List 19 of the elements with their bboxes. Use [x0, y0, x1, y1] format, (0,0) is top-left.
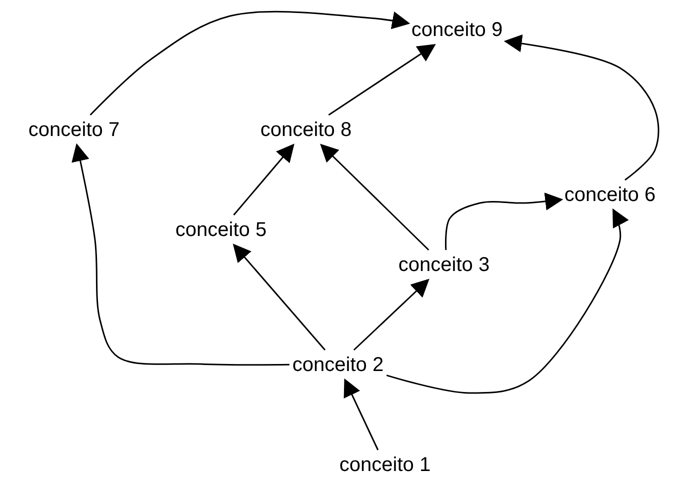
concept-label: conceito 3 [398, 253, 490, 277]
concept-label: conceito 1 [339, 453, 431, 477]
arrow [504, 34, 660, 181]
concept-label: conceito 8 [260, 118, 352, 142]
arrow [72, 143, 290, 366]
arrow [90, 10, 410, 116]
arrow [328, 44, 436, 116]
concept-label: conceito 7 [28, 118, 120, 142]
arrow [445, 192, 564, 250]
concept-label: conceito 5 [175, 218, 267, 242]
arrow [344, 378, 379, 450]
arrow [386, 208, 629, 394]
arrow [233, 144, 294, 216]
concept-label: conceito 9 [411, 18, 503, 42]
arrow [232, 244, 326, 350]
concept-label: conceito 2 [292, 353, 384, 377]
arrow [353, 278, 430, 351]
concept-label: conceito 6 [564, 183, 656, 207]
arrow [320, 144, 430, 251]
